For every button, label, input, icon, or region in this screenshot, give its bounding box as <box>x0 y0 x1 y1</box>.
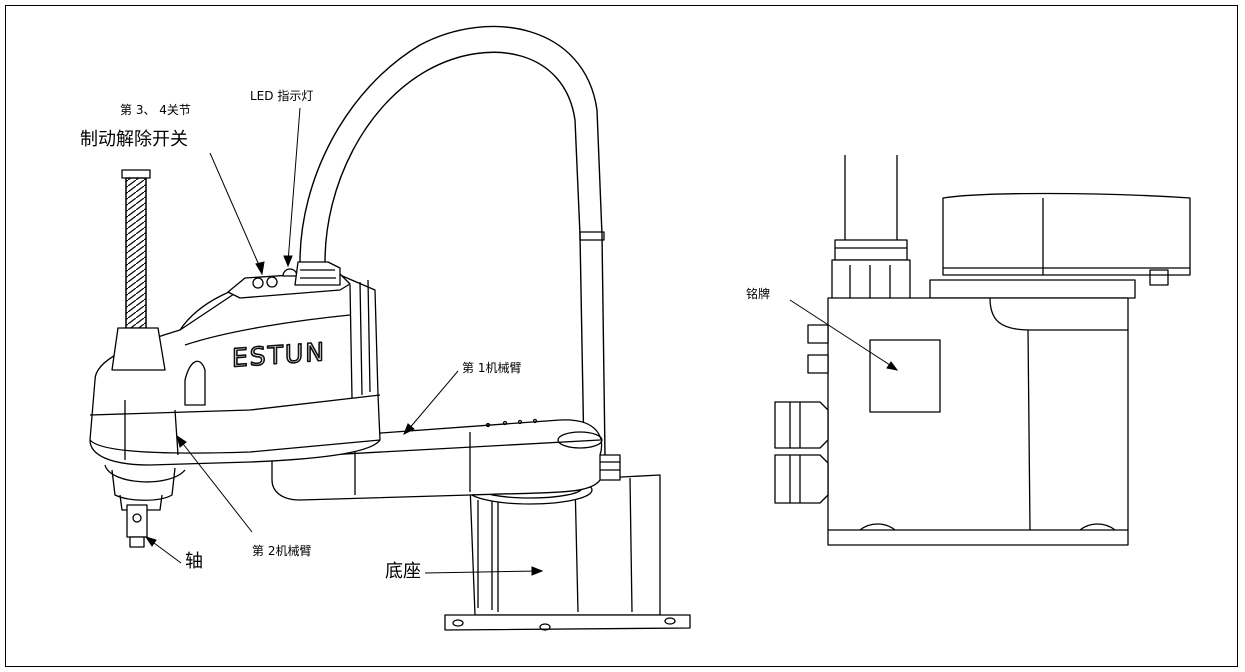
label-arm2: 第 2机械臂 <box>252 544 312 558</box>
scara-robot-isometric: ESTUN <box>89 25 691 631</box>
label-base: 底座 <box>385 561 421 582</box>
label-joint-brake-line1: 第 3、 4关节 <box>120 103 191 117</box>
label-led-indicator: LED 指示灯 <box>250 89 314 103</box>
label-shaft: 轴 <box>185 551 203 572</box>
cable-arc <box>299 25 606 456</box>
robot-side-view <box>774 155 1191 546</box>
figure-frame <box>5 5 1238 667</box>
ball-screw <box>111 169 166 548</box>
leader-lines-right <box>789 299 899 371</box>
label-joint-brake-line2: 制动解除开关 <box>80 129 188 150</box>
label-arm1: 第 1机械臂 <box>462 361 522 375</box>
cable-gland-arm <box>294 261 341 286</box>
leader-lines-left <box>144 107 544 576</box>
label-nameplate: 铭牌 <box>746 287 771 301</box>
nameplate-box <box>869 339 941 413</box>
base-block <box>444 469 691 631</box>
